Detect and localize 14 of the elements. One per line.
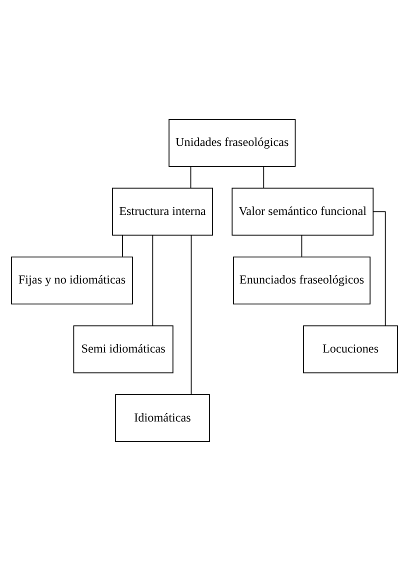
node-box: Enunciados fraseológicos (233, 256, 371, 304)
node-box: Semi idiomáticas (73, 325, 174, 374)
node-box: Fijas y no idiomáticas (11, 256, 133, 304)
connector (190, 234, 192, 395)
connector (122, 234, 123, 258)
connector (152, 234, 154, 326)
connector (301, 234, 302, 258)
node-box: Unidades fraseológicas (168, 119, 296, 167)
connector (190, 166, 192, 188)
node-box: Estructura interna (112, 188, 213, 236)
node-box: Idiomáticas (115, 394, 210, 442)
node-box: Locuciones (303, 325, 398, 374)
connector (263, 166, 264, 188)
node-box: Valor semántico funcional (232, 188, 374, 236)
